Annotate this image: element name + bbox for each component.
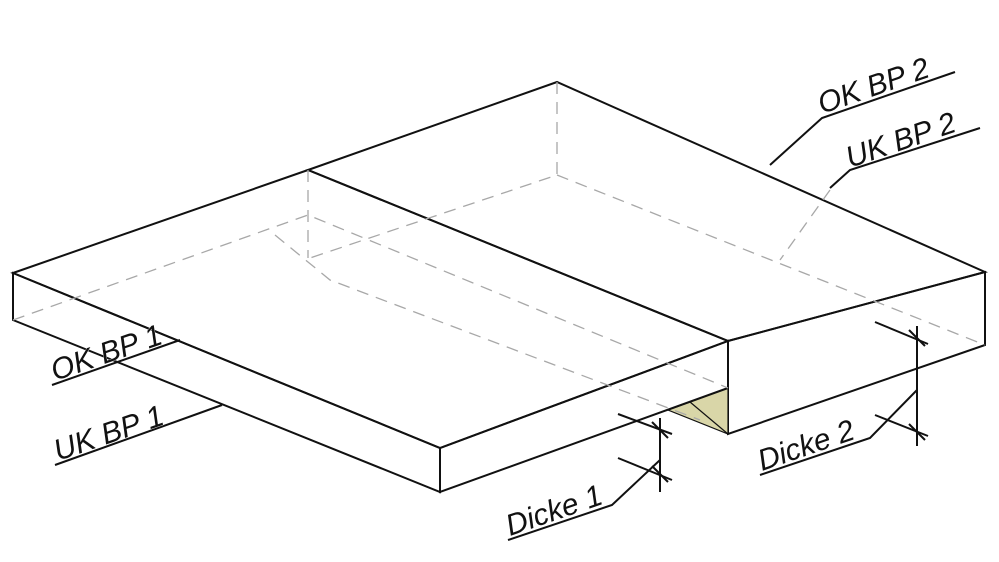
joint-line [689,401,729,435]
label-uk-bp1: UK BP 1 [50,399,168,467]
hidden-edges [12,82,986,421]
leaders [51,71,981,541]
dimension-dicke-1 [617,413,673,492]
label-ok-bp2: OK BP 2 [814,52,934,121]
label-dicke2: Dicke 2 [754,414,860,478]
label-dicke1: Dicke 1 [502,479,607,543]
dimension-dicke-2 [874,321,929,446]
slab1-top-face [10,168,731,450]
label-uk-bp2: UK BP 2 [842,106,961,174]
label-ok-bp1: OK BP 1 [47,319,167,388]
slab2-front-face [727,270,986,436]
